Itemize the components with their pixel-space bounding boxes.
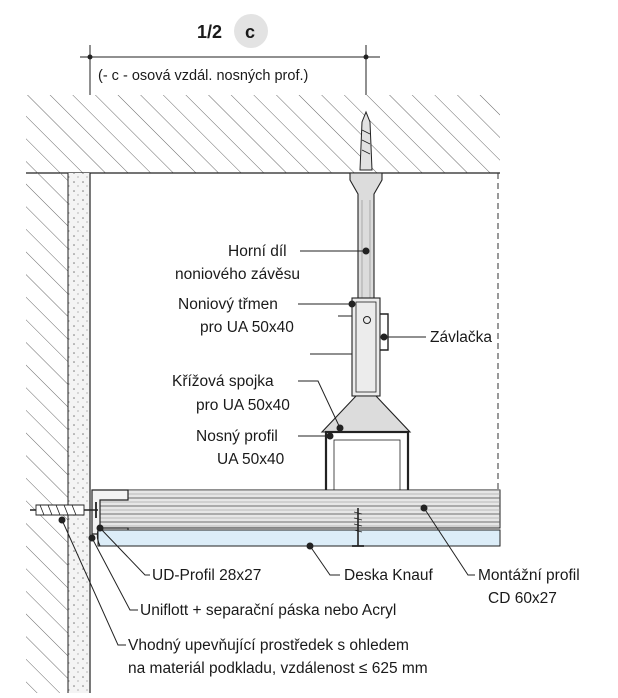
label-stirrup-2: pro UA 50x40 <box>200 319 294 336</box>
label-cd-1: Montážní profil <box>478 567 580 584</box>
ceiling-anchor <box>359 110 373 171</box>
label-uniflott: Uniflott + separační páska nebo Acryl <box>140 602 396 619</box>
badge-circle <box>234 14 268 48</box>
wall-fastener <box>30 502 98 518</box>
fraction-label: 1/2 <box>197 22 222 42</box>
label-main-1: Nosný profil <box>196 428 278 445</box>
label-fastener-2: na materiál podkladu, vzdálenost ≤ 625 m… <box>128 660 428 677</box>
label-main-2: UA 50x40 <box>217 451 285 468</box>
label-cross-2: pro UA 50x40 <box>196 397 290 414</box>
leader-lines <box>58 247 475 646</box>
label-cotter-pin: Závlačka <box>430 329 492 346</box>
label-upper-part-2: noniového závěsu <box>175 266 300 283</box>
label-cd-2: CD 60x27 <box>488 590 557 607</box>
badge-label: c <box>245 22 255 42</box>
dimension-note: (- c - osová vzdál. nosných prof.) <box>98 68 308 84</box>
knauf-board <box>96 529 501 547</box>
label-stirrup-1: Noniový třmen <box>178 296 278 313</box>
label-upper-part-1: Horní díl <box>228 243 287 260</box>
cotter-pin <box>380 313 389 351</box>
label-fastener-1: Vhodný upevňující prostředek s ohledem <box>128 637 409 654</box>
nonius-stirrup <box>310 297 381 397</box>
labels: Horní díl noniového závěsu Noniový třmen… <box>128 243 580 677</box>
label-ud-profile: UD-Profil 28x27 <box>152 567 261 584</box>
cross-connector <box>320 395 412 433</box>
ceiling-slab <box>26 95 500 174</box>
label-cross-1: Křížová spojka <box>172 373 274 390</box>
header: 1/2 c (- c - osová vzdál. nosných prof.) <box>80 14 380 95</box>
label-board: Deska Knauf <box>344 567 433 584</box>
board-screw <box>352 508 364 547</box>
main-profile-ua <box>324 430 410 498</box>
wall <box>26 173 91 693</box>
cd-profile <box>97 489 501 529</box>
